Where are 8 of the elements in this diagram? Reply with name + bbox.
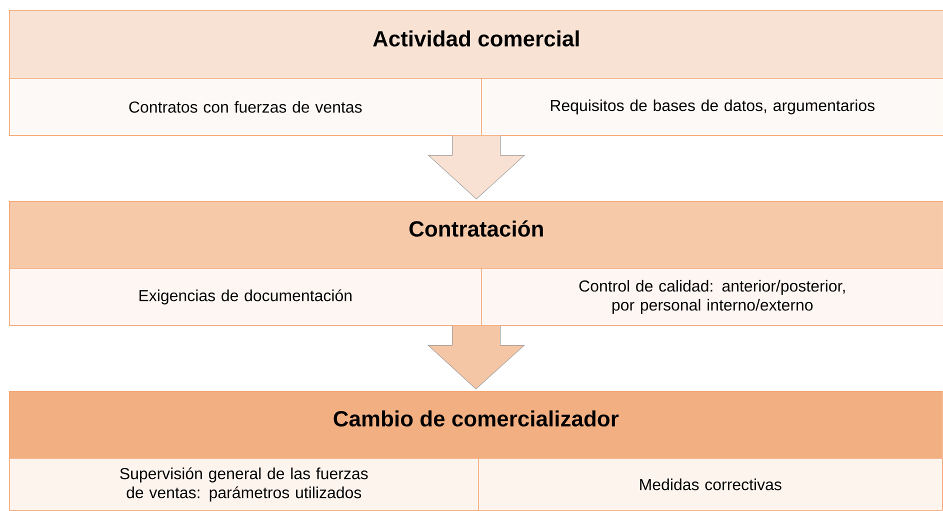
table-cell: Requisitos de bases de datos, argumentarios <box>481 78 943 136</box>
table-cell: Contratos con fuerzas de ventas <box>9 78 482 136</box>
block-arrow <box>428 135 526 200</box>
table-cell: Control de calidad: anterior/posterior, por personal interno/externo <box>481 268 943 326</box>
table-cell: Medidas correctivas <box>478 458 943 511</box>
table-cell: Exigencias de documentación <box>9 268 482 326</box>
block-arrow <box>427 325 526 390</box>
table-cell: Supervisión general de las fuerzas de ventas: parámetros utilizados <box>9 458 479 511</box>
